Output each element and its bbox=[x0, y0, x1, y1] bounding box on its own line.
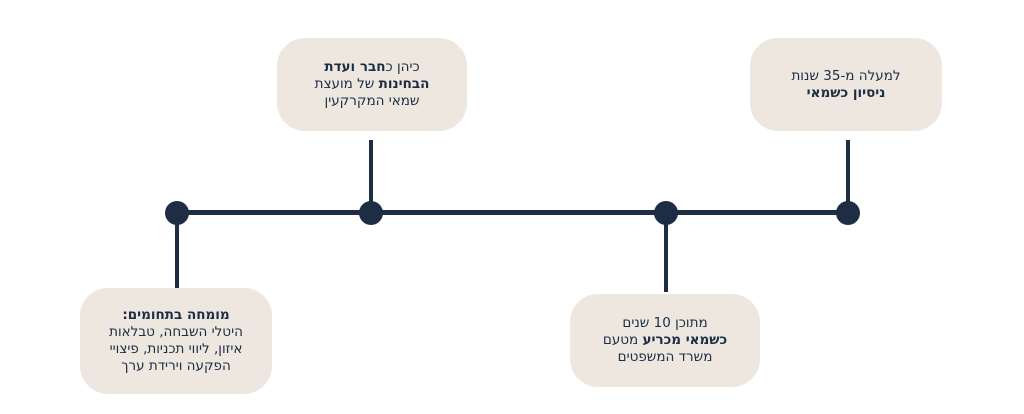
card-text-bold: הבחינות bbox=[378, 76, 430, 92]
card-line: כיהן כחבר ועדת bbox=[324, 59, 419, 76]
card-text-bold: ניסיון כשמאי bbox=[806, 84, 886, 101]
card-line: שמאי המקרקעין bbox=[325, 93, 420, 110]
card-line: למעלה מ-35 שנות bbox=[791, 68, 900, 85]
card-line: הפקעה וירידת ערך bbox=[121, 358, 231, 375]
card-text: מתוכן 10 שנים bbox=[622, 315, 708, 331]
card-text: שמאי המקרקעין bbox=[324, 93, 420, 109]
card-text: היטלי השבחה, טבלאות bbox=[109, 324, 243, 340]
card-line: ניסיון כשמאי bbox=[807, 85, 886, 102]
card-text-bold: מומחה בתחומים: bbox=[122, 307, 230, 323]
card-text-bold: חבר ועדת bbox=[324, 59, 386, 75]
timeline-stem-1 bbox=[175, 212, 179, 288]
card-line: מתוכן 10 שנים bbox=[622, 315, 707, 332]
timeline-line bbox=[176, 210, 848, 215]
timeline-stem-3 bbox=[664, 212, 668, 292]
card-text: כיהן כ bbox=[385, 59, 420, 75]
card-text-bold: כשמאי מכריע bbox=[642, 332, 728, 348]
card-text: למעלה מ-35 שנות bbox=[791, 67, 901, 84]
timeline-stem-4 bbox=[846, 140, 850, 212]
card-text: מטעם bbox=[602, 332, 643, 348]
card-line: איזון, ליווי תכניות, פיצויי bbox=[110, 341, 243, 358]
card-line: משרד המשפטים bbox=[618, 349, 713, 366]
timeline-stem-2 bbox=[369, 140, 373, 212]
card-line: מומחה בתחומים: bbox=[122, 307, 229, 324]
card-line: היטלי השבחה, טבלאות bbox=[109, 324, 243, 341]
card-text: איזון, ליווי תכניות, פיצויי bbox=[109, 341, 243, 357]
card-line: כשמאי מכריע מטעם bbox=[603, 332, 727, 349]
card-text: משרד המשפטים bbox=[617, 349, 713, 365]
card-text: הפקעה וירידת ערך bbox=[121, 358, 231, 374]
card-line: הבחינות של מועצת bbox=[315, 76, 430, 93]
card-text: של מועצת bbox=[314, 76, 379, 92]
